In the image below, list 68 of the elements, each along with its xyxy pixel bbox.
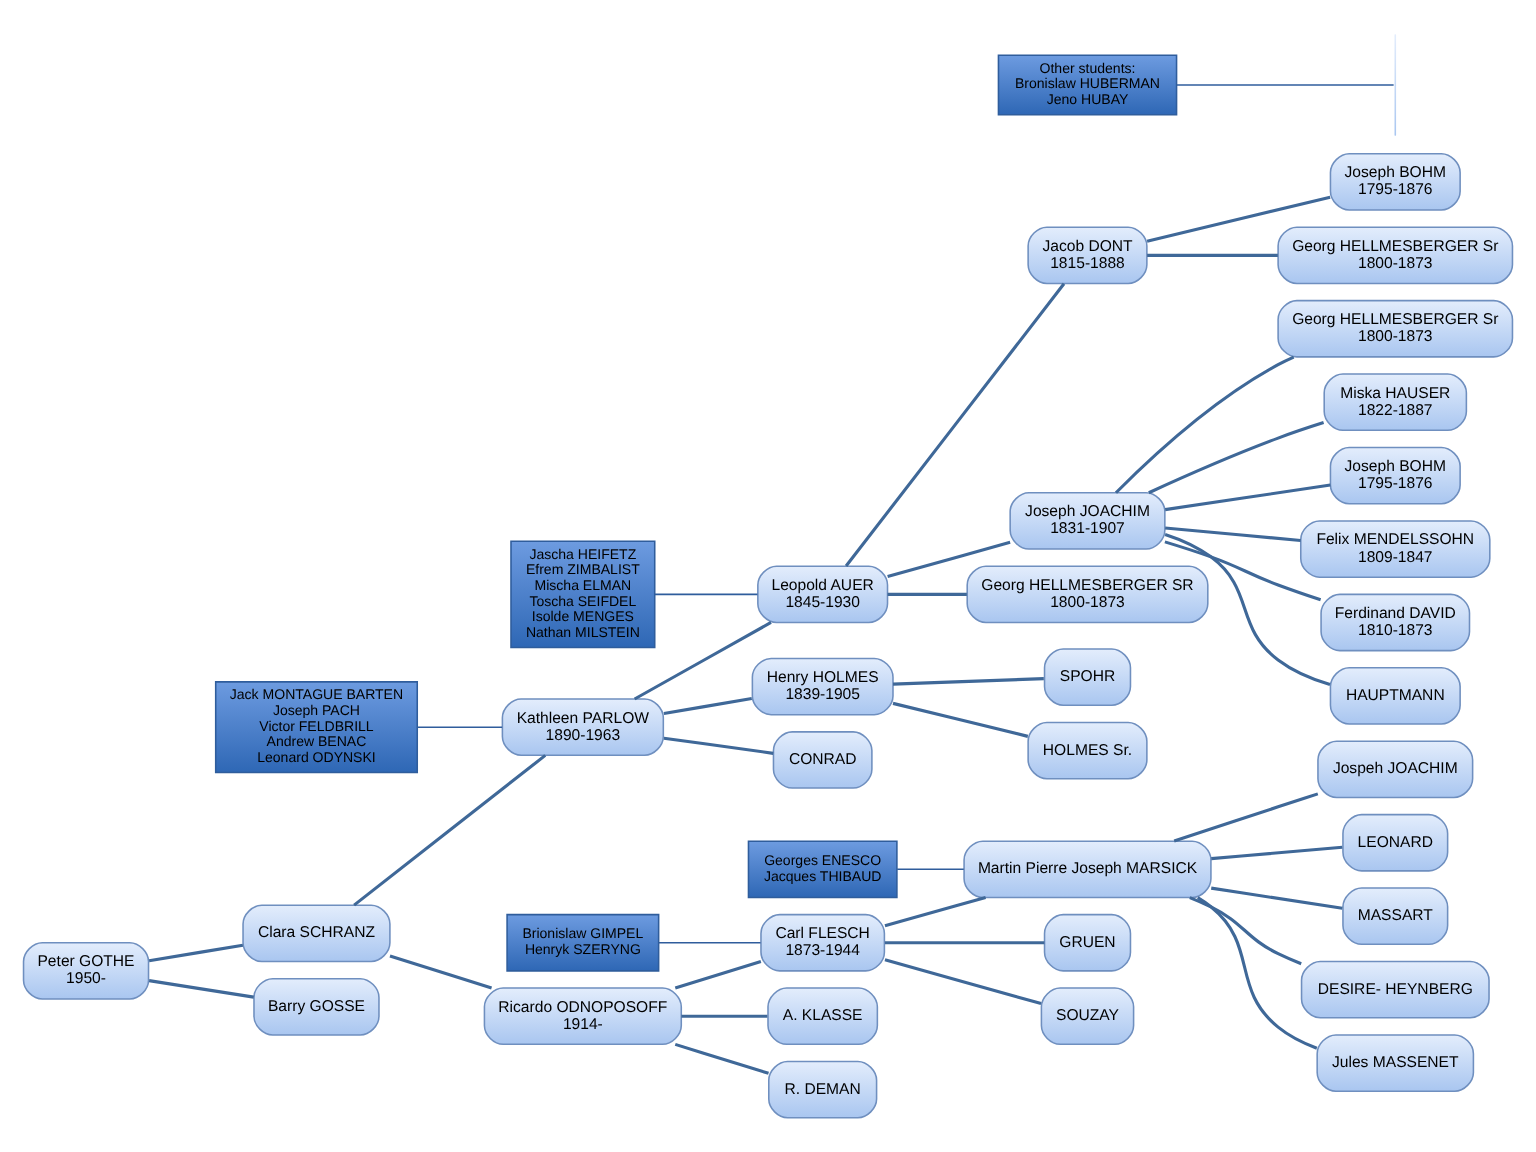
connector [1114,355,1295,494]
node-box: Georg HELLMESBERGER Sr 1800-1873 [1277,226,1514,285]
connector [148,943,244,963]
connector [1164,540,1322,602]
connector [1164,483,1331,512]
node-box: SOUZAY [1040,987,1135,1046]
connector [1164,532,1331,687]
node-box: Georg HELLMESBERGER Sr 1800-1873 [1277,299,1514,358]
node-box: Jacob DONT 1815-1888 [1027,226,1148,285]
connector [892,677,1044,686]
node-box: Martin Pierre Joseph MARSICK [963,840,1212,899]
connector [681,1014,768,1018]
connector [884,896,987,928]
node-box: MASSART [1342,887,1449,946]
connector [884,941,1045,945]
node-box: Kathleen PARLOW 1890-1963 [501,698,665,757]
node-box: SPOHR [1043,648,1132,707]
connector [389,954,493,990]
connector [887,592,967,596]
node-box: Ricardo ODNOPOSOFF 1914- [483,987,683,1046]
node-box: Clara SCHRANZ [242,904,391,963]
connector [1189,896,1302,966]
node-box: Carl FLESCH 1873-1944 [760,913,886,972]
connector [654,593,759,596]
node-box: R. DEMAN [768,1060,878,1119]
node-box: Barry GOSSE [253,977,380,1036]
node-box: Joseph BOHM 1795-1876 [1329,153,1461,211]
connector [1173,792,1319,843]
connector [657,942,762,944]
node-box: Jules MASSENET [1316,1034,1475,1092]
connector [896,868,965,871]
node-box: GRUEN [1043,913,1132,972]
node-box: Jospeh JOACHIM [1317,740,1474,799]
connector [844,282,1066,567]
node-box: CONRAD [772,731,873,789]
node-box: Peter GOTHE 1950- [22,942,150,1000]
connector [663,736,774,755]
connector [674,1042,769,1075]
connector [1147,253,1278,257]
connector [674,959,762,990]
node-box: Ferdinand DAVID 1810-1873 [1320,593,1471,652]
node-box: Georg HELLMESBERGER SR 1800-1873 [966,565,1209,624]
connector [1165,526,1301,542]
node-box: A. KLASSE [767,987,879,1046]
connector [892,701,1029,738]
connector [1148,421,1325,495]
node-box: Felix MENDELSSOHN 1809-1847 [1300,520,1491,578]
node-box: Joseph BOHM 1795-1876 [1329,446,1461,505]
connector [1196,896,1318,1050]
node-box: DESIRE- HEYNBERG [1300,960,1490,1019]
connector [353,754,547,907]
connector [633,621,772,701]
connector [1146,195,1331,243]
node-box: Henry HOLMES 1839-1905 [751,657,894,716]
connector [416,726,503,728]
connector [148,979,254,999]
node-box: HAUPTMANN [1329,667,1461,725]
connector [663,696,753,716]
connector [884,958,1042,1006]
node-box: Joseph JOACHIM 1831-1907 [1009,492,1166,550]
connector [1176,84,1395,86]
connector [887,540,1011,579]
connector [1211,886,1343,910]
connector [1211,845,1343,861]
node-box: Miska HAUSER 1822-1887 [1323,373,1468,432]
node-box: HOLMES Sr. [1027,721,1148,780]
node-box: Leopold AUER 1845-1930 [757,565,889,624]
node-box: LEONARD [1342,813,1449,872]
